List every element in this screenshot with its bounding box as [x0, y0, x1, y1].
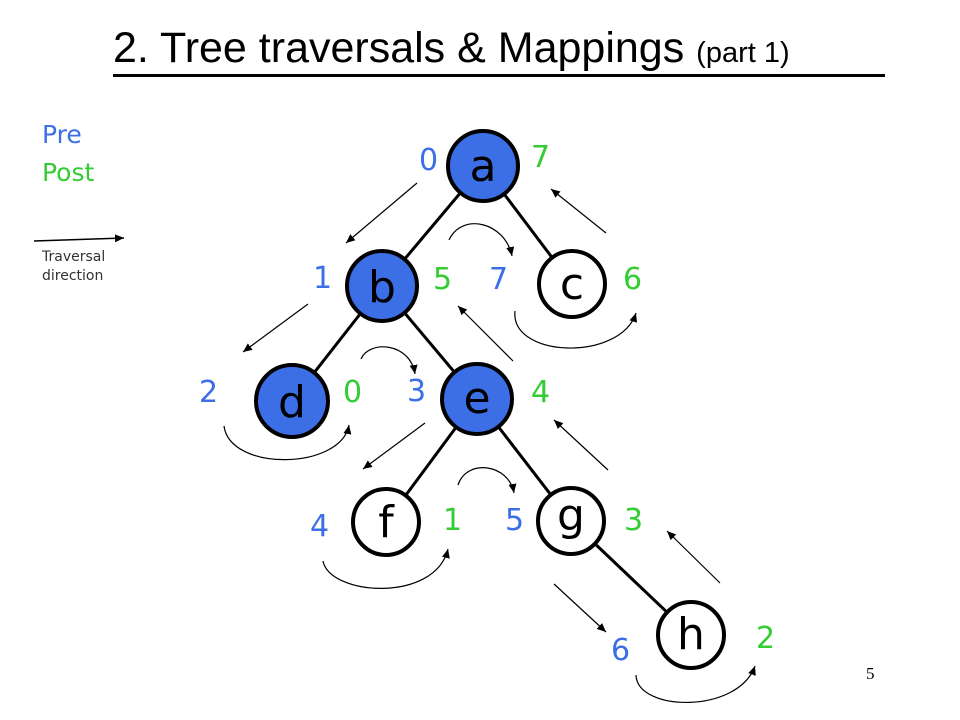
node-circle-f — [351, 487, 421, 557]
post-num-h: 2 — [756, 621, 775, 656]
legend-direction-line2: direction — [42, 268, 104, 284]
node-label-f: f — [378, 497, 395, 548]
node-b: b — [345, 249, 419, 323]
arrow-e-curve — [457, 467, 517, 494]
post-num-b: 5 — [433, 262, 452, 297]
arrow-h-loop — [635, 665, 756, 703]
node-a: a — [446, 129, 520, 203]
post-order-numbers: 7 5 6 0 4 1 3 2 — [343, 140, 775, 656]
node-circle-c — [537, 249, 607, 319]
pre-order-numbers: 0 1 7 2 3 4 5 6 — [199, 143, 630, 668]
pre-num-e: 3 — [407, 374, 426, 409]
node-c: c — [537, 249, 607, 319]
legend-direction-line1: Traversal — [42, 249, 106, 265]
pre-num-c: 7 — [489, 262, 508, 297]
post-num-c: 6 — [623, 262, 642, 297]
node-label-a: a — [470, 141, 497, 192]
pre-num-f: 4 — [310, 509, 329, 544]
arrow-f-loop — [322, 548, 450, 589]
arrow-c-loop — [514, 310, 637, 349]
pre-num-h: 6 — [611, 633, 630, 668]
arrow-b-curve — [360, 346, 418, 375]
arrow-c-to-a — [550, 188, 607, 234]
node-circle-b — [345, 249, 419, 323]
arrow-g-to-e — [553, 419, 609, 471]
node-f: f — [351, 487, 421, 557]
post-num-d: 0 — [343, 375, 362, 410]
slide-title: 2. Tree traversals & Mappings (part 1) — [113, 24, 790, 73]
legend-direction-arrow — [33, 234, 125, 243]
node-circle-h — [656, 600, 726, 670]
node-h: h — [656, 600, 726, 670]
node-label-b: b — [368, 262, 396, 313]
arrow-e-to-b — [457, 305, 514, 362]
pre-num-a: 0 — [419, 143, 438, 178]
title-main: 2. Tree traversals & Mappings — [113, 24, 685, 72]
node-circle-e — [440, 362, 514, 436]
arrow-b-to-d — [242, 303, 309, 353]
node-e: e — [440, 362, 514, 436]
legend-direction: Traversal direction — [42, 248, 105, 286]
node-label-c: c — [560, 259, 584, 310]
post-num-a: 7 — [531, 140, 550, 175]
node-g: g — [536, 486, 606, 556]
node-label-d: d — [278, 377, 306, 428]
arrow-g-to-h — [553, 583, 607, 633]
pre-num-g: 5 — [505, 503, 524, 538]
pre-num-b: 1 — [313, 261, 332, 296]
pre-num-d: 2 — [199, 375, 218, 410]
page-number: 5 — [866, 664, 875, 683]
legend-pre: Pre — [42, 120, 82, 149]
post-num-g: 3 — [624, 503, 643, 538]
arrow-d-loop — [223, 424, 352, 461]
arrow-a-to-b — [345, 182, 418, 244]
arrow-a-curve — [448, 223, 515, 257]
arrow-h-to-g — [666, 530, 721, 584]
legend-post: Post — [42, 158, 95, 187]
node-d: d — [254, 363, 330, 439]
node-label-e: e — [463, 373, 490, 424]
node-circle-g — [536, 486, 606, 556]
node-circle-a — [446, 129, 520, 203]
title-underline — [113, 74, 885, 77]
node-circle-d — [254, 363, 330, 439]
post-num-e: 4 — [531, 375, 550, 410]
node-label-h: h — [677, 609, 705, 660]
traversal-arrows — [223, 182, 756, 703]
node-label-g: g — [557, 490, 585, 541]
title-sub: (part 1) — [696, 37, 790, 69]
arrow-e-to-f — [362, 422, 426, 470]
post-num-f: 1 — [443, 503, 462, 538]
